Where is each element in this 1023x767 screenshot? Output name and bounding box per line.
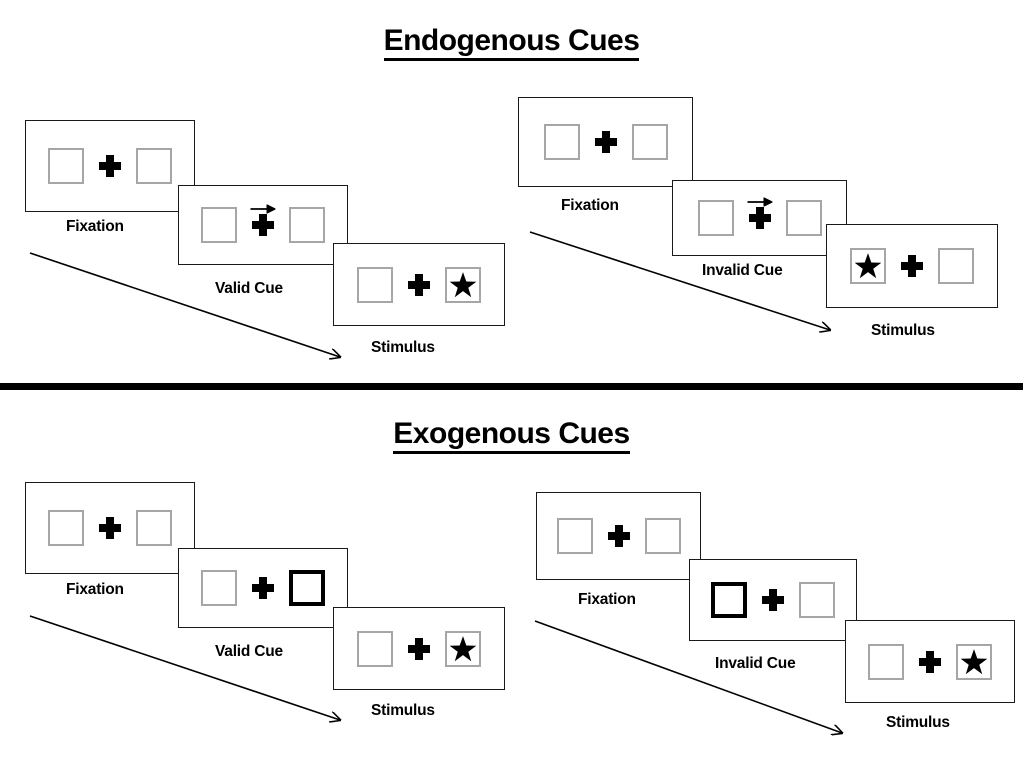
frame-exogenous-valid-fixation (25, 482, 195, 574)
fixation-cross-icon (408, 273, 430, 296)
frame-endogenous-valid-stimulus (333, 243, 505, 326)
fixation-cross-icon (901, 255, 923, 277)
fixation-slot (607, 518, 631, 554)
caption-exogenous-valid-cue: Valid Cue (215, 643, 283, 660)
stimulus-box-left (850, 248, 886, 284)
stimulus-box-left (697, 200, 734, 236)
fixation-slot (761, 582, 785, 618)
star-icon (449, 635, 477, 663)
fixation-slot (407, 267, 431, 303)
caption-endogenous-valid-cue: Valid Cue (215, 280, 283, 297)
stimulus-box-right (785, 200, 822, 236)
caption-exogenous-invalid-fixation: Fixation (578, 591, 636, 608)
stimulus-box-right (631, 124, 668, 160)
stimulus-box-left (868, 643, 904, 680)
frame-exogenous-invalid-fixation (536, 492, 701, 580)
frame-content (827, 225, 997, 307)
frame-content (690, 560, 856, 640)
fixation-cross-icon (594, 131, 617, 153)
frame-endogenous-valid-cue (178, 185, 348, 265)
caption-exogenous-valid-fixation: Fixation (66, 581, 124, 598)
section-title-exogenous-text: Exogenous Cues (393, 417, 630, 454)
stimulus-box-left (201, 207, 237, 243)
stimulus-box-right (445, 630, 481, 667)
frame-content (537, 493, 700, 579)
frame-content (179, 186, 347, 264)
frame-content (179, 549, 347, 627)
stimulus-box-right (938, 248, 974, 284)
star-icon (449, 271, 477, 299)
star-icon (960, 648, 988, 676)
frame-endogenous-invalid-cue (672, 180, 847, 256)
fixation-cross-icon (762, 589, 784, 611)
caption-endogenous-valid-fixation: Fixation (66, 218, 124, 235)
stimulus-box-left (48, 148, 84, 184)
stimulus-box-left (556, 518, 593, 554)
stimulus-box-left-cued (711, 582, 747, 618)
section-title-endogenous-text: Endogenous Cues (383, 24, 640, 61)
caption-exogenous-valid-stimulus: Stimulus (371, 702, 435, 719)
frame-endogenous-invalid-stimulus (826, 224, 998, 308)
stimulus-box-right (799, 582, 835, 618)
frame-content (673, 181, 846, 255)
fixation-cross-icon (919, 650, 941, 673)
stimulus-box-right (289, 207, 325, 243)
arrow-right-cue-icon (250, 204, 280, 214)
stimulus-box-right (956, 643, 992, 680)
stimulus-box-right (136, 510, 172, 546)
caption-exogenous-invalid-stimulus: Stimulus (886, 714, 950, 731)
frame-content (846, 621, 1014, 702)
fixation-slot (407, 631, 431, 667)
frame-endogenous-valid-fixation (25, 120, 195, 212)
caption-endogenous-valid-stimulus: Stimulus (371, 339, 435, 356)
fixation-cross-icon (99, 517, 121, 539)
stimulus-box-right (644, 518, 681, 554)
stimulus-box-left (357, 266, 393, 303)
stimulus-box-left (48, 510, 84, 546)
fixation-cross-icon (252, 214, 274, 236)
fixation-slot (250, 207, 275, 243)
frame-content (26, 483, 194, 573)
fixation-slot (747, 200, 772, 236)
frame-content (519, 98, 692, 186)
fixation-cross-icon (607, 525, 630, 547)
frame-exogenous-valid-stimulus (333, 607, 505, 690)
caption-exogenous-invalid-cue: Invalid Cue (715, 655, 796, 672)
frame-content (334, 608, 504, 689)
frame-content (334, 244, 504, 325)
frame-content (26, 121, 194, 211)
section-title-exogenous: Exogenous Cues (0, 417, 1023, 454)
fixation-slot (900, 248, 924, 284)
fixation-cross-icon (252, 577, 274, 599)
fixation-slot (98, 510, 122, 546)
frame-exogenous-invalid-cue (689, 559, 857, 641)
stimulus-box-right (136, 148, 172, 184)
caption-endogenous-invalid-stimulus: Stimulus (871, 322, 935, 339)
caption-endogenous-invalid-fixation: Fixation (561, 197, 619, 214)
section-divider (0, 383, 1023, 390)
stimulus-box-left (543, 124, 580, 160)
fixation-cross-icon (408, 637, 430, 660)
stimulus-box-left (357, 630, 393, 667)
frame-exogenous-valid-cue (178, 548, 348, 628)
fixation-cross-icon (748, 207, 771, 229)
frame-exogenous-invalid-stimulus (845, 620, 1015, 703)
fixation-cross-icon (99, 155, 121, 177)
section-title-endogenous: Endogenous Cues (0, 24, 1023, 61)
fixation-slot (594, 124, 618, 160)
fixation-slot (251, 570, 275, 606)
arrow-right-cue-icon (747, 197, 776, 207)
frame-endogenous-invalid-fixation (518, 97, 693, 187)
fixation-slot (98, 148, 122, 184)
caption-endogenous-invalid-cue: Invalid Cue (702, 262, 783, 279)
star-icon (854, 252, 882, 280)
stimulus-box-right (445, 266, 481, 303)
stimulus-box-right-cued (289, 570, 325, 606)
fixation-slot (918, 644, 942, 680)
stimulus-box-left (201, 570, 237, 606)
